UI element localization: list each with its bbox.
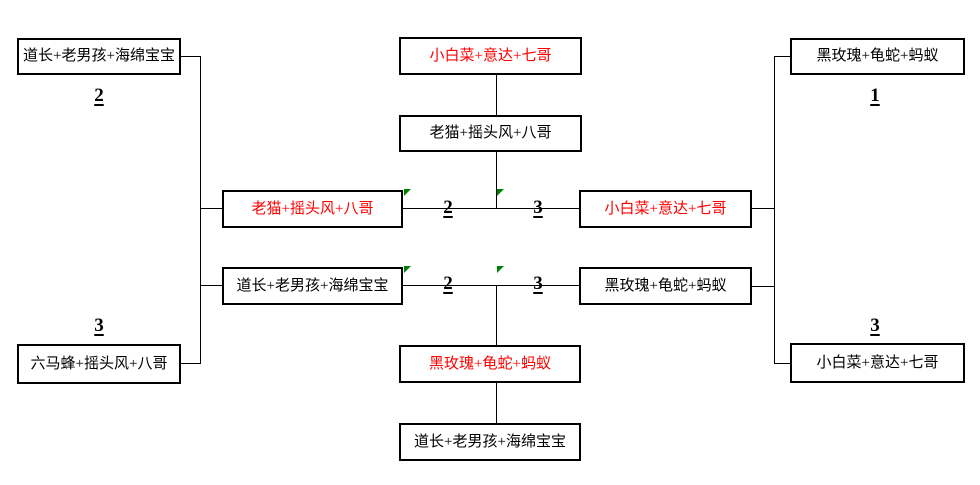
green-flag-icon <box>497 266 504 273</box>
team-box-center-upper: 老猫+摇头风+八哥 <box>399 115 582 152</box>
connector-into-mid-left-lower <box>201 285 222 286</box>
score-match2-left: 2 <box>443 273 453 294</box>
connector-right-vertical <box>774 56 775 364</box>
team-box-left-bottom: 六马蜂+摇头风+八哥 <box>17 344 181 384</box>
connector-into-mid-left-upper <box>201 208 222 209</box>
connector-center-top-drop <box>496 75 497 115</box>
connector-mid-right-lower-out <box>752 286 775 287</box>
connector-center-upper-drop <box>496 152 497 209</box>
connector-left-vertical <box>200 56 201 364</box>
team-box-right-top: 黑玫瑰+龟蛇+蚂蚁 <box>790 38 965 75</box>
team-box-center-lower: 黑玫瑰+龟蛇+蚂蚁 <box>399 345 581 383</box>
team-box-left-top: 道长+老男孩+海绵宝宝 <box>17 38 181 75</box>
score-match2-right: 3 <box>533 273 543 294</box>
connector-mid-right-upper-out <box>752 208 775 209</box>
connector-center-bottom-drop <box>496 383 497 423</box>
connector-match1-line <box>403 208 580 209</box>
team-box-mid-right-upper: 小白菜+意达+七哥 <box>579 190 752 228</box>
score-right-top: 1 <box>870 85 880 106</box>
score-match1-right: 3 <box>533 197 543 218</box>
team-box-center-top: 小白菜+意达+七哥 <box>399 37 582 75</box>
score-right-bottom: 3 <box>870 315 880 336</box>
connector-match2-line <box>403 285 580 286</box>
score-left-bottom: 3 <box>94 315 104 336</box>
connector-right-bottom-stub <box>775 363 790 364</box>
connector-left-bottom-stub <box>181 363 201 364</box>
green-flag-icon <box>404 189 411 196</box>
score-left-top: 2 <box>94 85 104 106</box>
connector-right-top-stub <box>775 56 790 57</box>
team-box-mid-right-lower: 黑玫瑰+龟蛇+蚂蚁 <box>579 267 752 305</box>
connector-center-lower-drop <box>496 285 497 345</box>
connector-left-top-stub <box>181 56 201 57</box>
score-match1-left: 2 <box>443 197 453 218</box>
green-flag-icon <box>404 266 411 273</box>
team-box-mid-left-upper: 老猫+摇头风+八哥 <box>222 190 403 228</box>
team-box-center-bottom: 道长+老男孩+海绵宝宝 <box>399 423 581 461</box>
team-box-mid-left-lower: 道长+老男孩+海绵宝宝 <box>222 267 403 305</box>
team-box-right-bottom: 小白菜+意达+七哥 <box>790 343 965 383</box>
green-flag-icon <box>497 189 504 196</box>
